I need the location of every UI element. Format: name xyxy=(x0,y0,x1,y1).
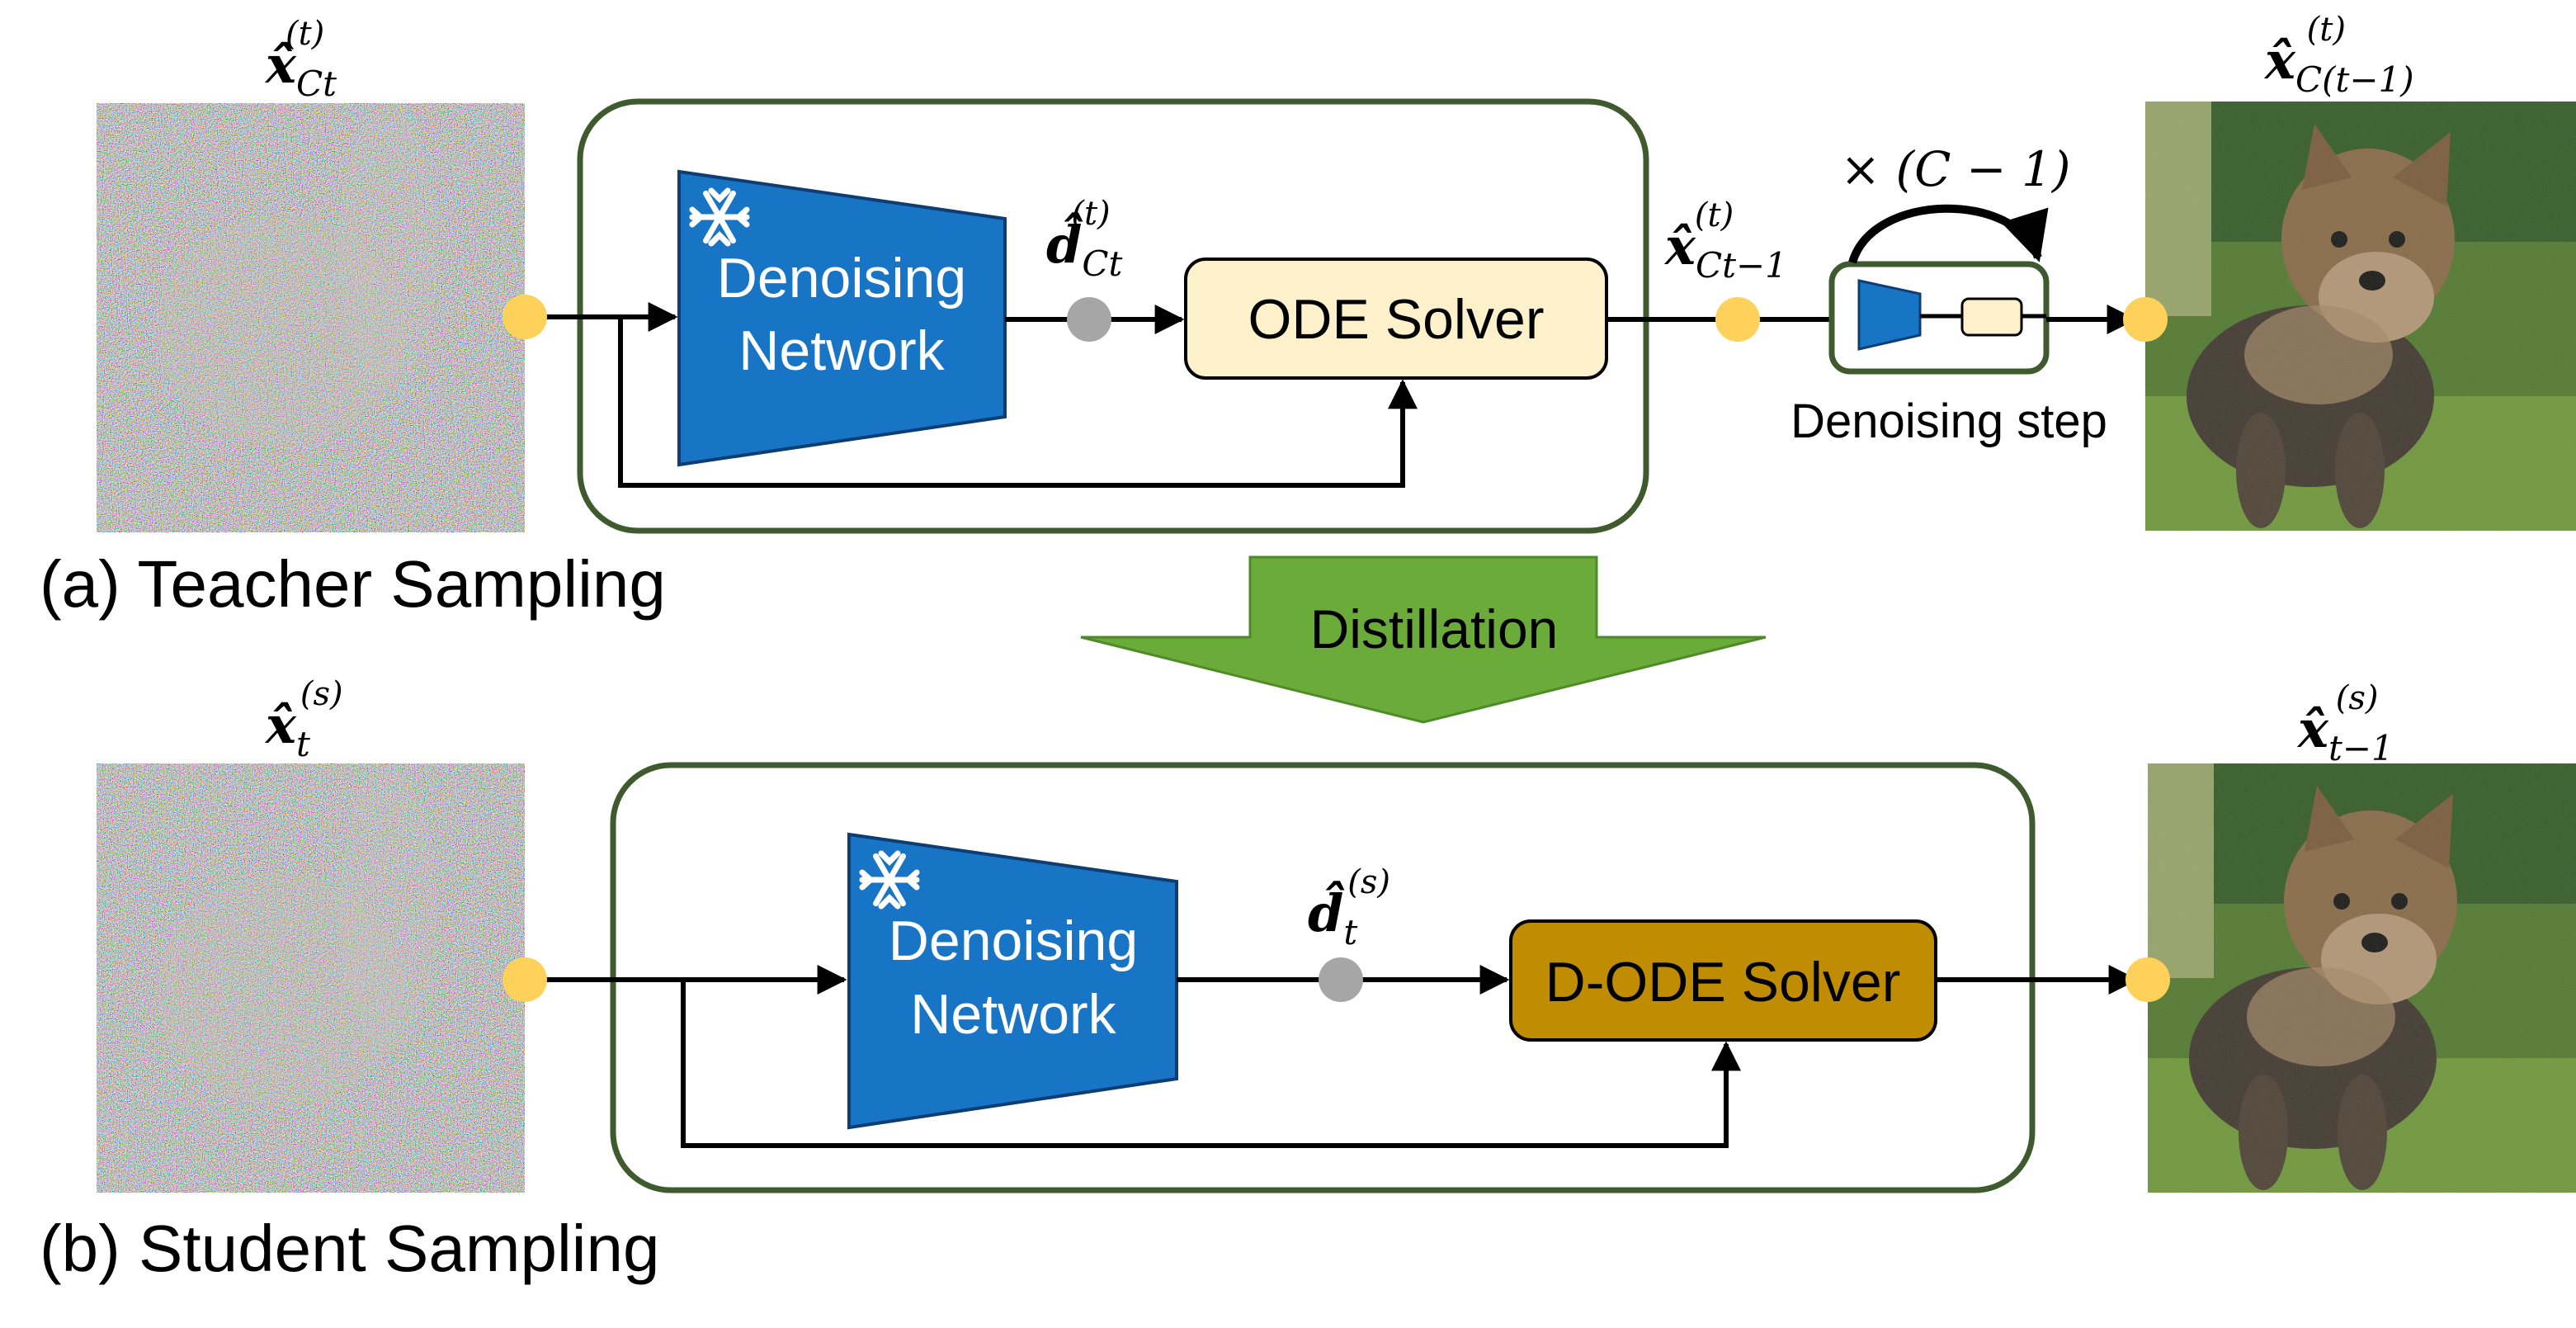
denoising-step-mini-network xyxy=(1857,279,1922,351)
student-caption: (b) Student Sampling xyxy=(40,1212,660,1285)
teacher-mid-label: x̂Ct−1(t) xyxy=(1663,196,1787,286)
snowflake-icon xyxy=(689,187,750,247)
student-skip-connection xyxy=(681,980,1741,1148)
student-dog-image xyxy=(2148,763,2576,1193)
teacher-ode-solver-label: ODE Solver xyxy=(1248,288,1545,351)
teacher-d-node xyxy=(1067,297,1111,342)
repeat-loop-arrow xyxy=(1848,204,2049,264)
distillation-label: Distillation xyxy=(1310,598,1559,659)
snowflake-icon xyxy=(859,850,920,910)
teacher-output-node xyxy=(2123,297,2168,342)
student-output-node xyxy=(2125,957,2170,1002)
teacher-input-label: x̂Ct(t) xyxy=(264,15,337,104)
teacher-d-label: d̂Ct(t) xyxy=(1046,195,1122,284)
distillation-arrow xyxy=(1080,555,1767,724)
repeat-label: × (C − 1) xyxy=(1840,141,2070,197)
student-input-node xyxy=(502,957,547,1002)
teacher-output-label: x̂C(t−1)(t) xyxy=(2263,11,2414,100)
teacher-dog-image xyxy=(2145,102,2576,531)
denoising-step-mini-solver xyxy=(1960,297,2023,337)
student-d-ode-solver-label: D-ODE Solver xyxy=(1545,951,1901,1014)
student-output-label: x̂t−1(s) xyxy=(2296,679,2394,768)
teacher-network-label-line1: Denoising xyxy=(717,247,966,310)
teacher-caption: (a) Teacher Sampling xyxy=(40,547,666,621)
teacher-network-label-line2: Network xyxy=(738,319,945,382)
denoising-step-label: Denoising step xyxy=(1790,395,2107,448)
student-denoising-network xyxy=(847,832,1178,1130)
student-d-label: d̂t(s) xyxy=(1308,863,1390,952)
teacher-input-node xyxy=(502,295,547,339)
student-network-label-line1: Denoising xyxy=(889,910,1138,972)
teacher-skip-connection xyxy=(618,317,1418,488)
student-d-node xyxy=(1319,957,1363,1002)
teacher-noisy-image xyxy=(97,103,525,532)
teacher-mid-node xyxy=(1715,297,1760,342)
student-noisy-image xyxy=(97,763,525,1193)
teacher-denoising-network xyxy=(677,169,1007,467)
student-input-label: x̂t(s) xyxy=(264,675,343,764)
student-network-label-line2: Network xyxy=(910,983,1116,1046)
